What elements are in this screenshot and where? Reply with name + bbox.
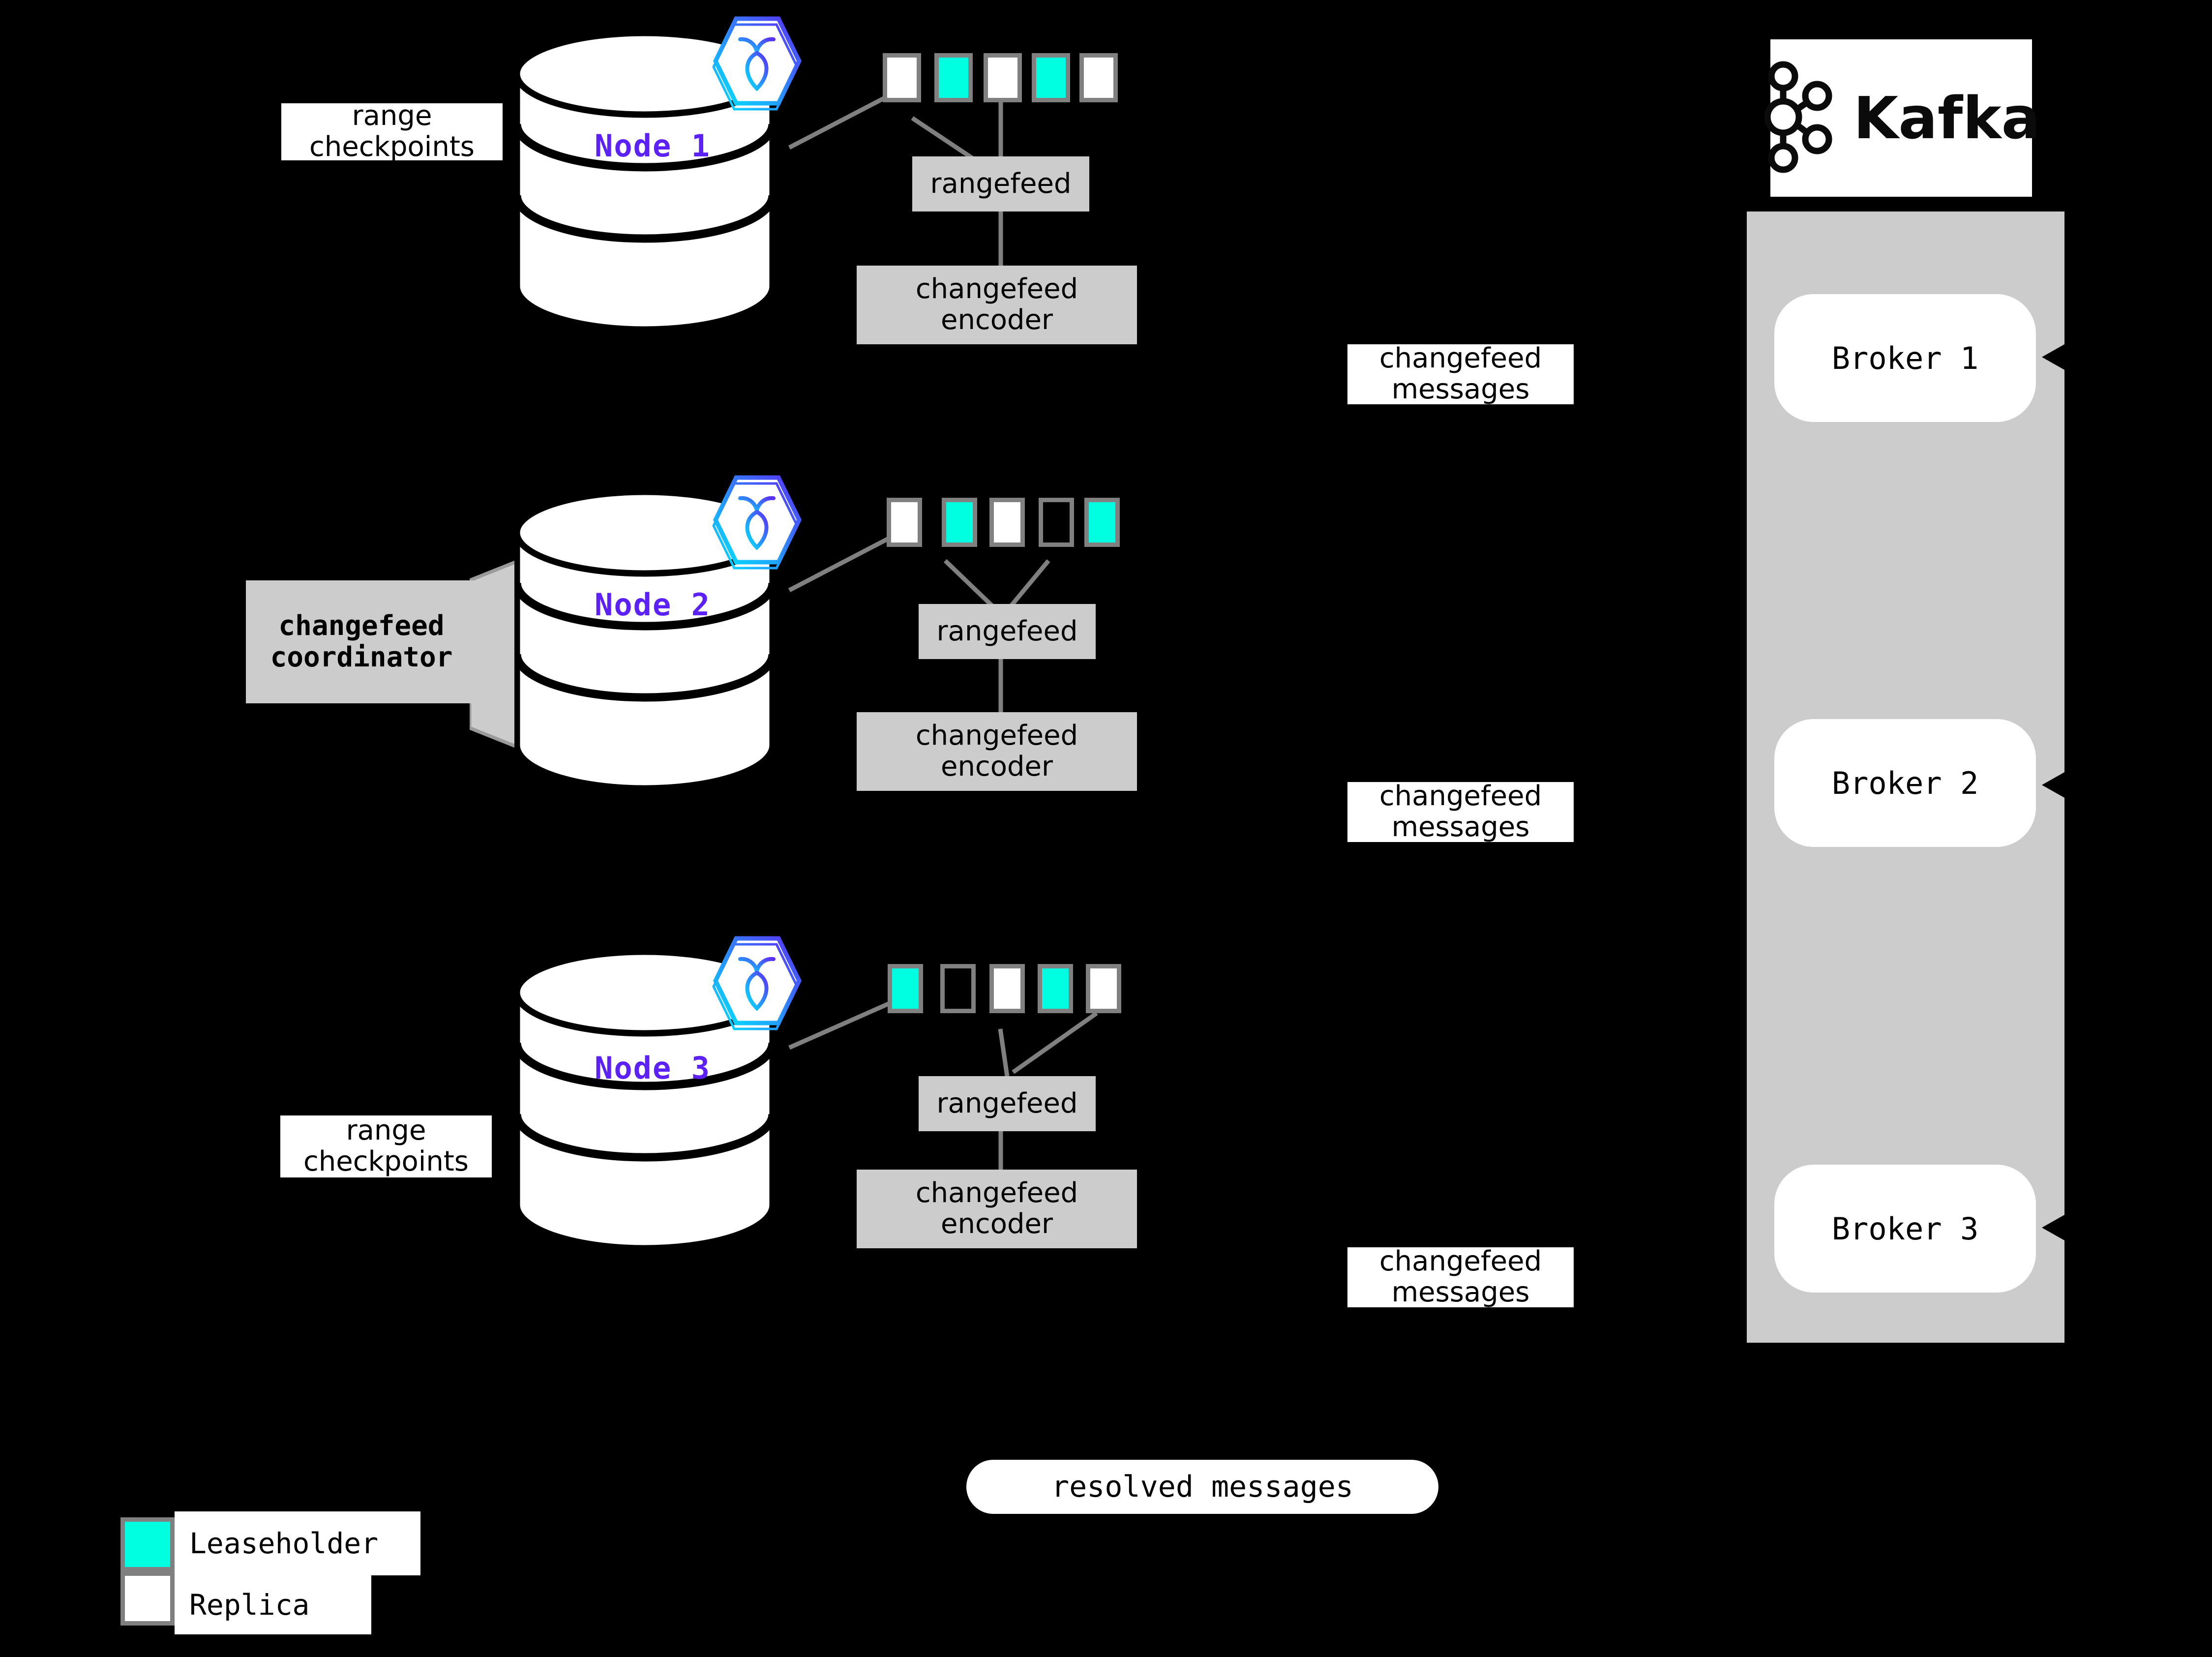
label-line-2: messages xyxy=(1391,1276,1530,1307)
legend-text: Replica xyxy=(189,1588,310,1622)
rangefeed-box-node-1: rangefeed xyxy=(912,156,1089,211)
broker-label: Broker 3 xyxy=(1831,1210,1979,1247)
label-line-2: messages xyxy=(1391,373,1530,404)
range-box-leaseholder xyxy=(934,53,973,102)
encoder-label-line-1: changefeed xyxy=(915,1177,1078,1209)
range-box-replica xyxy=(883,53,921,102)
resolved-messages-label: resolved messages xyxy=(1051,1470,1354,1504)
node-1-cylinder xyxy=(514,30,775,331)
changefeed-messages-label-node-1: changefeed messages xyxy=(1347,344,1574,404)
label-line-1: changefeed xyxy=(1379,782,1542,813)
node-3-label: Node 3 xyxy=(595,1050,711,1086)
rangefeed-label: rangefeed xyxy=(936,1087,1078,1119)
node-1-label: Node 1 xyxy=(595,128,711,164)
node-3-cylinder xyxy=(514,949,775,1249)
range-box-leaseholder xyxy=(1038,964,1073,1013)
rangefeed-label: rangefeed xyxy=(930,167,1072,200)
encoder-label-line-1: changefeed xyxy=(915,273,1078,305)
legend-text: Leaseholder xyxy=(189,1527,379,1560)
kafka-wordmark: Kafka xyxy=(1853,84,2041,152)
encoder-label-line-2: encoder xyxy=(940,1208,1053,1240)
broker-2-box[interactable]: Broker 2 xyxy=(1774,719,2036,847)
rangefeed-box-node-3: rangefeed xyxy=(919,1076,1096,1131)
range-box-empty xyxy=(940,964,976,1013)
legend-label-replica: Replica xyxy=(175,1575,371,1634)
encoder-label-line-1: changefeed xyxy=(915,720,1078,752)
range-box-replica xyxy=(1079,53,1118,102)
legend-swatch-replica xyxy=(120,1571,175,1626)
range-box-replica xyxy=(989,498,1025,547)
encoder-label-line-2: encoder xyxy=(940,304,1053,336)
broker-label: Broker 1 xyxy=(1831,340,1979,376)
changefeed-encoder-box-node-1: changefeed encoder xyxy=(857,266,1137,344)
range-box-replica xyxy=(1086,964,1121,1013)
rangefeed-label: rangefeed xyxy=(936,615,1078,647)
rangefeed-box-node-2: rangefeed xyxy=(919,604,1096,659)
broker-3-box[interactable]: Broker 3 xyxy=(1774,1165,2036,1293)
broker-label: Broker 2 xyxy=(1831,765,1979,801)
coordinator-label-line-2: coordinator xyxy=(270,641,453,673)
label-line-2: messages xyxy=(1391,811,1530,842)
legend-swatch-leaseholder xyxy=(120,1517,175,1571)
range-box-empty xyxy=(1039,498,1074,547)
changefeed-messages-label-node-2: changefeed messages xyxy=(1347,782,1574,842)
broker-1-box[interactable]: Broker 1 xyxy=(1774,294,2036,422)
label-line-2: checkpoints xyxy=(309,131,475,160)
coordinator-label-line-1: changefeed xyxy=(278,609,445,642)
range-box-leaseholder xyxy=(942,498,977,547)
cockroachdb-hexagon-icon xyxy=(710,934,803,1034)
label-line-1: changefeed xyxy=(1379,1247,1542,1278)
cockroachdb-hexagon-icon xyxy=(710,473,803,573)
range-box-leaseholder xyxy=(1084,498,1120,547)
changefeed-encoder-box-node-3: changefeed encoder xyxy=(857,1170,1137,1248)
range-box-leaseholder xyxy=(1032,53,1070,102)
range-box-replica xyxy=(887,498,922,547)
label-line-1: range xyxy=(346,1115,426,1147)
kafka-logo-box: Kafka xyxy=(1764,39,2040,197)
node-2-cylinder xyxy=(514,489,775,789)
resolved-messages-pill: resolved messages xyxy=(966,1460,1438,1514)
label-line-2: checkpoints xyxy=(303,1145,469,1177)
label-line-1: range xyxy=(352,103,432,132)
changefeed-coordinator-box: changefeed coordinator xyxy=(246,580,477,703)
node-2-label: Node 2 xyxy=(595,587,711,623)
encoder-label-line-2: encoder xyxy=(940,751,1053,783)
cockroachdb-hexagon-icon xyxy=(710,14,803,114)
changefeed-messages-label-node-3: changefeed messages xyxy=(1347,1247,1574,1307)
range-checkpoints-label-node-3: range checkpoints xyxy=(280,1115,492,1177)
changefeed-encoder-box-node-2: changefeed encoder xyxy=(857,712,1137,791)
range-box-replica xyxy=(989,964,1025,1013)
range-checkpoints-label-node-1: range checkpoints xyxy=(281,103,503,160)
range-box-leaseholder xyxy=(888,964,923,1013)
label-line-1: changefeed xyxy=(1379,344,1542,375)
kafka-logo-icon xyxy=(1762,60,1841,176)
legend-label-leaseholder: Leaseholder xyxy=(175,1511,420,1575)
range-box-replica xyxy=(984,53,1022,102)
